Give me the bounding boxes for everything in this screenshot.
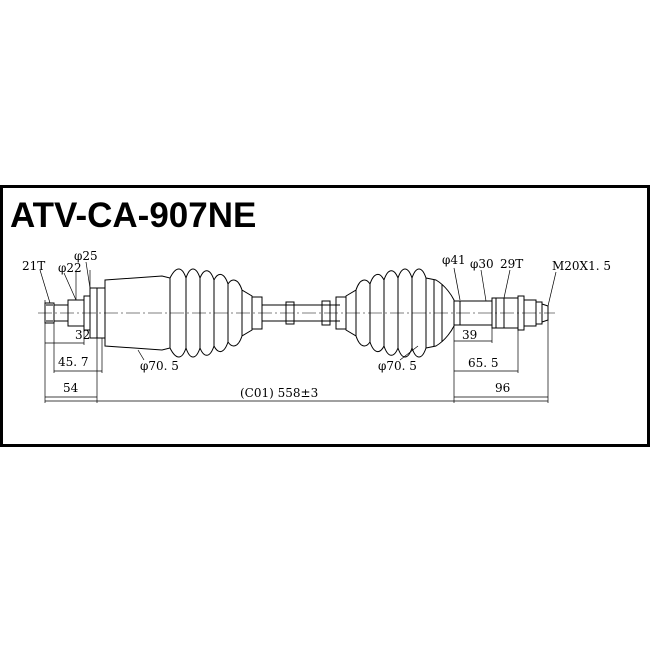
- dimension-lines: [45, 340, 548, 402]
- shaft: [262, 300, 340, 326]
- label-dia-70-5-left: φ70. 5: [140, 359, 179, 373]
- left-boot: [169, 268, 263, 358]
- part-number-title: ATV-CA-907NE: [10, 196, 257, 235]
- label-len-32: 32: [75, 328, 90, 342]
- label-thread: M20X1. 5: [552, 259, 611, 273]
- label-len-45-7: 45. 7: [58, 355, 89, 369]
- label-dia-70-5-right: φ70. 5: [378, 359, 417, 373]
- label-dia-22: φ22: [58, 261, 82, 275]
- extension-lines: [44, 270, 549, 403]
- drawing-frame: [0, 185, 650, 447]
- label-len-65-5: 65. 5: [468, 356, 499, 370]
- label-len-54: 54: [63, 381, 79, 395]
- label-dia-41: φ41: [442, 253, 466, 267]
- label-dia-25: φ25: [74, 249, 98, 263]
- label-teeth-right: 29T: [500, 257, 523, 271]
- label-len-39: 39: [462, 328, 477, 342]
- leader-lines: [39, 261, 557, 361]
- label-len-96: 96: [495, 381, 510, 395]
- label-overall-length: (C01) 558±3: [240, 386, 318, 400]
- right-spline-stub: [453, 295, 549, 331]
- label-teeth-left: 21T: [22, 259, 45, 273]
- label-dia-30: φ30: [470, 257, 494, 271]
